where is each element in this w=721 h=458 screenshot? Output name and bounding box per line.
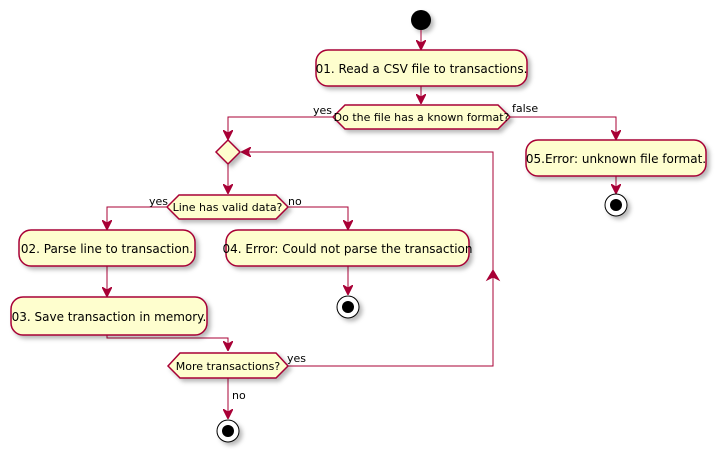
end-node-format-error [604, 193, 628, 217]
edge-valid-yes [107, 206, 167, 229]
edge-more-yes-loop [242, 152, 494, 367]
decision-known-format-label: Do the file has a known format? [334, 111, 510, 124]
end-node-finish [216, 419, 240, 443]
guard-more-no: no [232, 389, 246, 402]
guard-more-yes: yes [287, 352, 306, 365]
decision-known-format: Do the file has a known format? [331, 104, 512, 130]
merge-node [214, 138, 242, 166]
decision-more-transactions: More transactions? [166, 352, 290, 379]
activity-error-format-label: 05.Error: unknown file format. [526, 152, 706, 166]
guard-known-yes: yes [313, 104, 332, 117]
guard-valid-yes: yes [149, 195, 168, 208]
activity-read-csv: 01. Read a CSV file to transactions. [315, 49, 528, 87]
decision-valid-data: Line has valid data? [165, 194, 290, 220]
loop-arrow-up [485, 269, 501, 282]
activity-read-csv-label: 01. Read a CSV file to transactions. [316, 62, 528, 76]
guard-known-false: false [512, 102, 538, 115]
activity-error-parse-label: 04. Error: Could not parse the transacti… [222, 242, 472, 256]
activity-error-format: 05.Error: unknown file format. [525, 139, 707, 177]
decision-valid-data-label: Line has valid data? [173, 201, 283, 214]
end-node-parse-error [336, 295, 360, 319]
edge-valid-no [288, 206, 348, 229]
activity-save-transaction-label: 03. Save transaction in memory. [12, 310, 207, 324]
activity-parse-line-label: 02. Parse line to transaction. [21, 242, 193, 256]
activity-parse-line: 02. Parse line to transaction. [18, 229, 196, 267]
edge-save-to-more-decision [106, 335, 228, 350]
start-node [411, 10, 431, 30]
decision-more-transactions-label: More transactions? [176, 360, 281, 373]
edge-format-false [510, 116, 616, 139]
activity-save-transaction: 03. Save transaction in memory. [10, 296, 208, 336]
guard-valid-no: no [288, 195, 302, 208]
edge-format-yes [228, 116, 333, 139]
edges [107, 30, 616, 418]
activity-error-parse: 04. Error: Could not parse the transacti… [222, 229, 473, 267]
